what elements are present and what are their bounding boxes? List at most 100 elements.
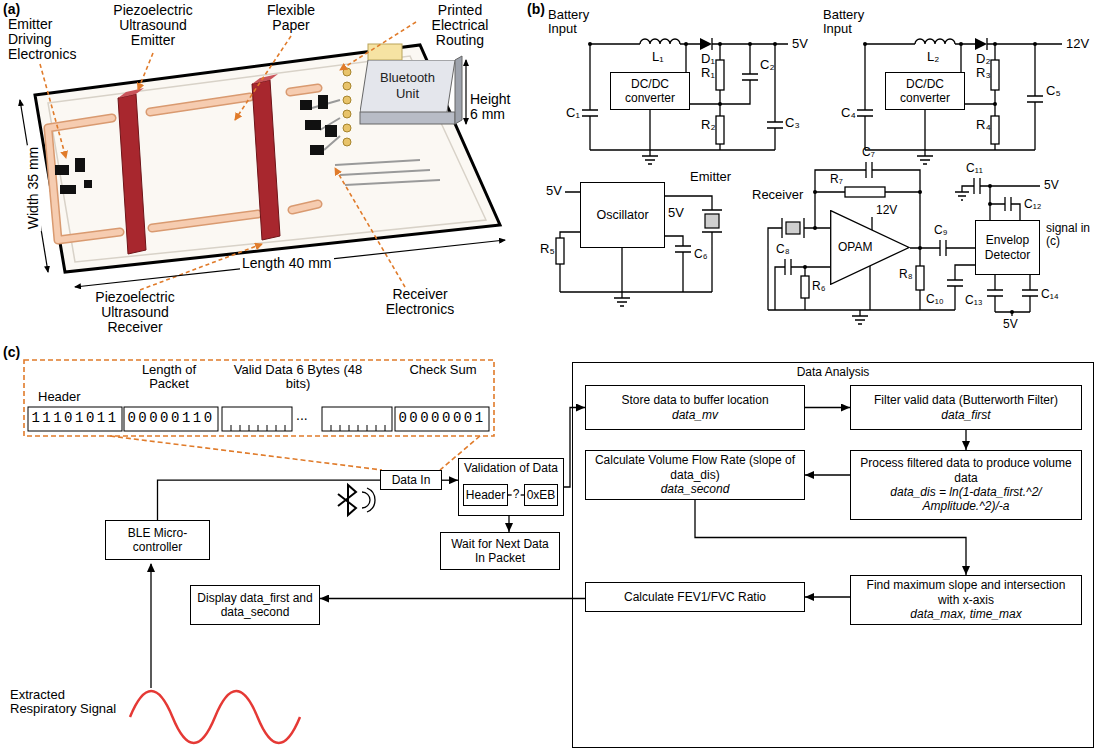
byte-cell [231, 425, 385, 431]
flow-arrow [564, 408, 585, 488]
part-label: Emitter Driving Electronics [8, 17, 90, 62]
box-text: Process filtered data to produce volume … [855, 456, 1077, 485]
resistor-symbol [716, 116, 724, 144]
voltage-label: 5V [1003, 318, 1018, 331]
component-label: C₅ [1046, 84, 1061, 98]
variable-text: data_second [661, 482, 730, 496]
junction-dot [588, 42, 592, 46]
component-label: L₂ [927, 50, 939, 64]
contact-pads [343, 68, 351, 146]
box-text: DC/DC converter [890, 77, 960, 106]
process-box: Calculate FEV1/FVC Ratio [585, 582, 805, 612]
junction-dot [748, 42, 752, 46]
amplifier-triangle [831, 211, 909, 285]
bluetooth-icon [338, 485, 356, 515]
leader-line [40, 64, 66, 158]
junction-dot [993, 102, 997, 106]
box-text: Calculate Volume Flow Rate (slope of dat… [590, 453, 800, 482]
bluetooth-body [360, 44, 462, 124]
box-text: OPAM [838, 240, 872, 254]
field-label: Check Sum [405, 363, 481, 377]
envelope-detector-block: Envelop Detector [975, 220, 1040, 275]
receiver-electronics [310, 145, 324, 155]
voltage-label: 5V [1044, 179, 1059, 192]
terminal-label: Battery Input [823, 8, 879, 36]
component-label: C₁₄ [1041, 288, 1059, 301]
bluetooth-module: Bluetooth Unit [360, 60, 455, 112]
component-label: C₁ [566, 106, 580, 120]
output-box: Display data_first and data_second [190, 585, 320, 625]
receiver-electronics [305, 120, 321, 130]
ultrasound-receiver-bar [252, 74, 278, 84]
ultrasound-emitter-bar [118, 88, 144, 98]
validation-box: Validation of DataHeader0xEB [458, 458, 564, 516]
circuit-wire [915, 39, 955, 44]
bluetooth-body [368, 44, 402, 60]
box-text: Filter valid data (Butterworth Filter) [874, 393, 1058, 407]
part-label: Receiver Electronics [372, 287, 468, 317]
component-label: R₄ [976, 118, 991, 132]
respiratory-signal [150, 564, 151, 688]
resistor-symbol [845, 187, 885, 197]
panel-letter: (a) [3, 2, 20, 17]
field-box: 0xEB [524, 484, 558, 506]
resistor-symbol [991, 60, 999, 90]
component-label: C₁₃ [965, 294, 983, 307]
process-box: Wait for Next Data In Packet [440, 532, 560, 570]
emitter-electronics [75, 158, 85, 172]
part-label: Flexible Paper [258, 3, 324, 33]
component-label: C₁₂ [1024, 198, 1041, 211]
component-label: R₁ [701, 66, 715, 80]
field-label: Length of Packet [126, 363, 212, 391]
ultrasound-emitter-bar [118, 94, 146, 254]
dimension-line [20, 60, 505, 287]
leader-line [235, 36, 291, 120]
circuit-wire [768, 170, 1040, 316]
dimension-label: Width 35 mm [26, 145, 41, 231]
converter-block: DC/DC converter [885, 72, 965, 110]
box-text: Display data_first and data_second [195, 591, 315, 620]
dimension-label: Length 40 mm [240, 256, 334, 271]
circuit-wire [857, 38, 1043, 164]
packet-frame [110, 436, 480, 470]
byte-cell [222, 407, 292, 431]
component-label: R₈ [899, 268, 913, 281]
junction-dot [988, 184, 992, 188]
junction-dot [803, 265, 807, 269]
junction-dot [918, 246, 922, 250]
voltage-label: 5V [668, 206, 684, 220]
process-box: Filter valid data (Butterworth Filter)da… [850, 385, 1082, 430]
terminal-label: Emitter [690, 170, 731, 184]
voltage-label: 5V [792, 37, 808, 51]
flow-arrow [805, 596, 850, 597]
process-box: Calculate Volume Flow Rate (slope of dat… [585, 450, 805, 500]
ultrasound-receiver-bar [252, 74, 280, 240]
part-label: Printed Electrical Routing [418, 3, 502, 48]
box-text: DC/DC converter [615, 77, 685, 106]
respiratory-signal [130, 691, 300, 743]
terminal-label: Receiver [752, 188, 803, 202]
voltage-label: 12V [1066, 37, 1089, 51]
flow-arrow [158, 480, 381, 520]
junction-dot [988, 202, 992, 206]
panel-letter: (b) [527, 2, 545, 17]
part-label: Piezoelectric Ultrasound Receiver [83, 290, 187, 335]
component-label: R₂ [701, 118, 715, 132]
field-label: Valid Data 6 Bytes (48 bits) [228, 363, 368, 391]
dimension-label: Height 6 mm [470, 92, 516, 122]
component-label: R₆ [812, 280, 826, 293]
device-box: BLE Micro-controller [105, 520, 210, 560]
flow-arrow [805, 474, 850, 475]
panel-letter: (c) [3, 345, 20, 360]
component-label: C₄ [841, 106, 856, 120]
circuit-wire [865, 44, 1062, 156]
group-box: Data AnalysisStore data to buffer locati… [572, 362, 1094, 748]
byte-cell [322, 407, 392, 431]
component-label: D₁ [701, 52, 715, 66]
junction-dot [1010, 310, 1014, 314]
variable-text: data_dis = ln(1-data_first.^2/ Amplitude… [855, 485, 1077, 514]
circuit-wire [590, 44, 788, 156]
flow-arrow [508, 516, 509, 532]
contact-pads [343, 82, 351, 90]
resistor-symbol [991, 116, 999, 144]
